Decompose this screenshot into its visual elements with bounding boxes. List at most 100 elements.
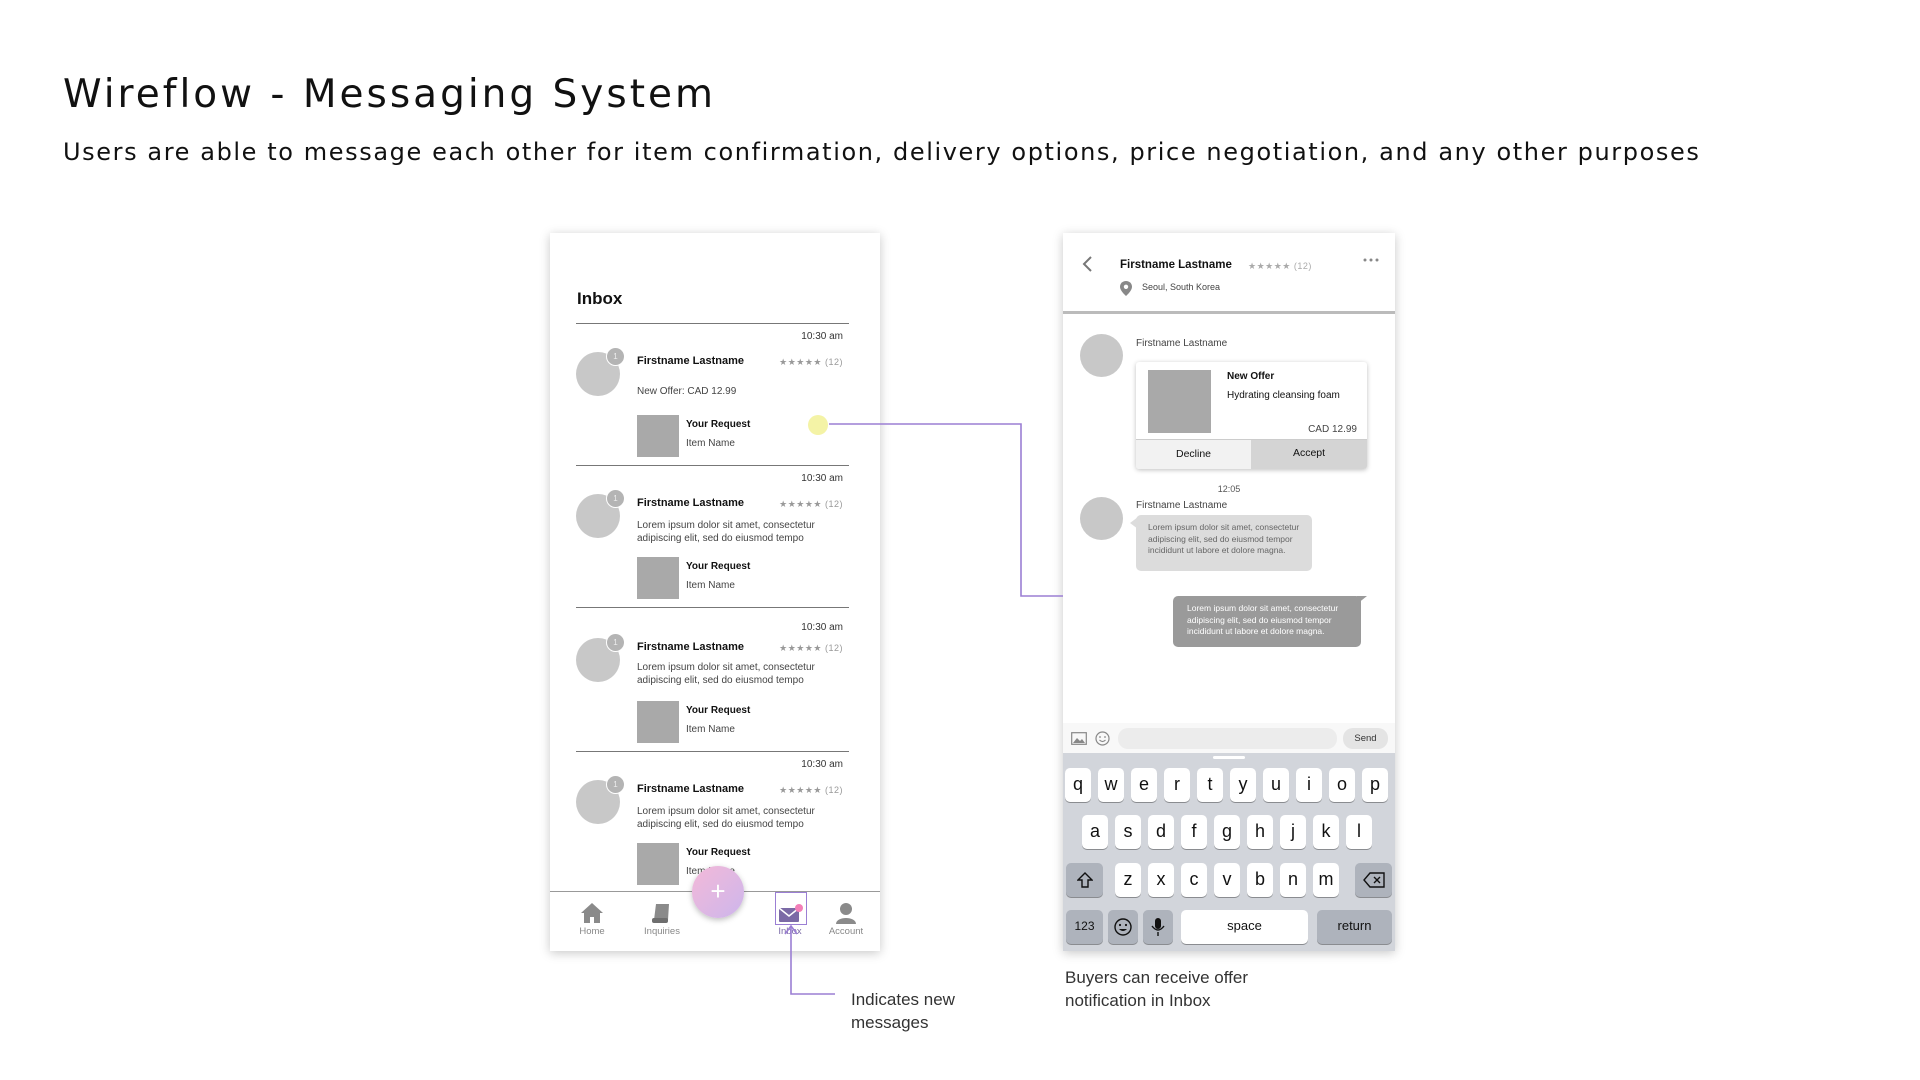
request-item-name: Item Name [686, 438, 735, 449]
key-f[interactable]: f [1181, 815, 1207, 849]
key-s[interactable]: s [1115, 815, 1141, 849]
chevron-left-icon[interactable] [1081, 253, 1093, 279]
inquiries-icon [652, 904, 669, 923]
more-horizontal-icon[interactable] [1363, 249, 1379, 267]
key-m[interactable]: m [1313, 863, 1339, 897]
message-preview: New Offer: CAD 12.99 [637, 386, 737, 397]
message-list-item[interactable]: 10:30 am 1 Firstname Lastname ★★★★★ (12)… [576, 323, 849, 465]
space-key[interactable]: space [1181, 910, 1308, 944]
numbers-key[interactable]: 123 [1066, 910, 1103, 944]
key-u[interactable]: u [1263, 768, 1289, 802]
request-item-name: Item Name [686, 724, 735, 735]
tap-highlight-dot [808, 415, 828, 435]
key-g[interactable]: g [1214, 815, 1240, 849]
item-thumbnail [637, 701, 679, 743]
request-item-name: Item Name [686, 580, 735, 591]
star-rating: ★★★★★ (12) [1248, 261, 1312, 271]
annotation-arrowhead [784, 924, 798, 935]
key-t[interactable]: t [1197, 768, 1223, 802]
annotation-line-new-messages [790, 926, 835, 995]
page-title: Wireflow - Messaging System [63, 72, 716, 117]
outgoing-message-text: Lorem ipsum dolor sit amet, consectetur … [1187, 603, 1339, 636]
nav-item-home[interactable]: Home [562, 902, 622, 937]
offer-item-name: Hydrating cleansing foam [1227, 390, 1340, 401]
inbox-title: Inbox [577, 289, 623, 308]
key-n[interactable]: n [1280, 863, 1306, 897]
key-x[interactable]: x [1148, 863, 1174, 897]
request-title: Your Request [686, 847, 751, 858]
star-rating: ★★★★★ (12) [779, 643, 843, 653]
item-thumbnail [637, 415, 679, 457]
nav-label-inbox: Inbox [778, 926, 802, 937]
nav-label-home: Home [579, 926, 605, 937]
nav-item-inquiries[interactable]: Inquiries [632, 902, 692, 937]
flow-arrow-to-chat [829, 423, 1063, 597]
chat-location: Seoul, South Korea [1142, 282, 1221, 292]
message-preview: Lorem ipsum dolor sit amet, consectetur … [637, 662, 815, 686]
unread-badge: 1 [606, 489, 625, 508]
microphone-key[interactable] [1143, 910, 1173, 944]
message-preview: Lorem ipsum dolor sit amet, consectetur … [637, 520, 815, 544]
annotation-offer-notification: Buyers can receive offer notification in… [1065, 968, 1248, 1010]
message-time: 10:30 am [801, 622, 843, 633]
nav-item-account[interactable]: Account [816, 902, 876, 937]
key-h[interactable]: h [1247, 815, 1273, 849]
key-i[interactable]: i [1296, 768, 1322, 802]
key-j[interactable]: j [1280, 815, 1306, 849]
message-list-item[interactable]: 10:30 am 1 Firstname Lastname ★★★★★ (12)… [576, 751, 849, 893]
backspace-icon [1362, 872, 1385, 888]
decline-button[interactable]: Decline [1136, 439, 1251, 469]
new-message-fab[interactable]: + [692, 866, 744, 918]
star-rating: ★★★★★ (12) [779, 499, 843, 509]
request-title: Your Request [686, 419, 751, 430]
key-o[interactable]: o [1329, 768, 1355, 802]
request-title: Your Request [686, 705, 751, 716]
nav-item-inbox[interactable]: Inbox [760, 902, 820, 937]
key-k[interactable]: k [1313, 815, 1339, 849]
inbox-nav-highlight [775, 892, 807, 925]
message-input[interactable] [1118, 728, 1337, 749]
keyboard: q w e r t y u i o p a s d f g h j k l z … [1063, 753, 1395, 951]
key-e[interactable]: e [1131, 768, 1157, 802]
key-l[interactable]: l [1346, 815, 1372, 849]
send-button[interactable]: Send [1343, 728, 1388, 749]
key-w[interactable]: w [1098, 768, 1124, 802]
key-y[interactable]: y [1230, 768, 1256, 802]
message-list: 10:30 am 1 Firstname Lastname ★★★★★ (12)… [576, 323, 849, 893]
shift-icon [1075, 872, 1094, 888]
message-list-item[interactable]: 10:30 am 1 Firstname Lastname ★★★★★ (12)… [576, 465, 849, 607]
key-p[interactable]: p [1362, 768, 1388, 802]
shift-key[interactable] [1066, 863, 1103, 897]
key-r[interactable]: r [1164, 768, 1190, 802]
chat-contact-name: Firstname Lastname [1120, 259, 1232, 271]
offer-price: CAD 12.99 [1308, 424, 1357, 435]
key-d[interactable]: d [1148, 815, 1174, 849]
emoji-icon[interactable] [1095, 731, 1110, 746]
offer-title: New Offer [1227, 371, 1275, 382]
emoji-key[interactable] [1108, 910, 1138, 944]
item-thumbnail [1148, 370, 1211, 433]
sender-name: Firstname Lastname [637, 355, 744, 367]
location-pin-icon [1120, 281, 1132, 296]
page-subtitle: Users are able to message each other for… [63, 138, 1701, 166]
key-z[interactable]: z [1115, 863, 1141, 897]
return-key[interactable]: return [1317, 910, 1392, 944]
message-time: 10:30 am [801, 331, 843, 342]
accept-button[interactable]: Accept [1251, 439, 1367, 469]
sender-name: Firstname Lastname [637, 641, 744, 653]
offer-card: New Offer Hydrating cleansing foam CAD 1… [1136, 362, 1367, 469]
microphone-icon [1151, 918, 1165, 936]
message-time: 10:30 am [801, 473, 843, 484]
key-c[interactable]: c [1181, 863, 1207, 897]
chat-screen: Firstname Lastname ★★★★★ (12) Seoul, Sou… [1063, 233, 1395, 951]
key-v[interactable]: v [1214, 863, 1240, 897]
avatar [1080, 334, 1123, 377]
sender-name: Firstname Lastname [637, 497, 744, 509]
backspace-key[interactable] [1355, 863, 1392, 897]
key-a[interactable]: a [1082, 815, 1108, 849]
incoming-message-text: Lorem ipsum dolor sit amet, consectetur … [1148, 522, 1300, 555]
key-q[interactable]: q [1065, 768, 1091, 802]
key-b[interactable]: b [1247, 863, 1273, 897]
image-icon[interactable] [1071, 732, 1087, 745]
message-list-item[interactable]: 10:30 am 1 Firstname Lastname ★★★★★ (12)… [576, 607, 849, 751]
